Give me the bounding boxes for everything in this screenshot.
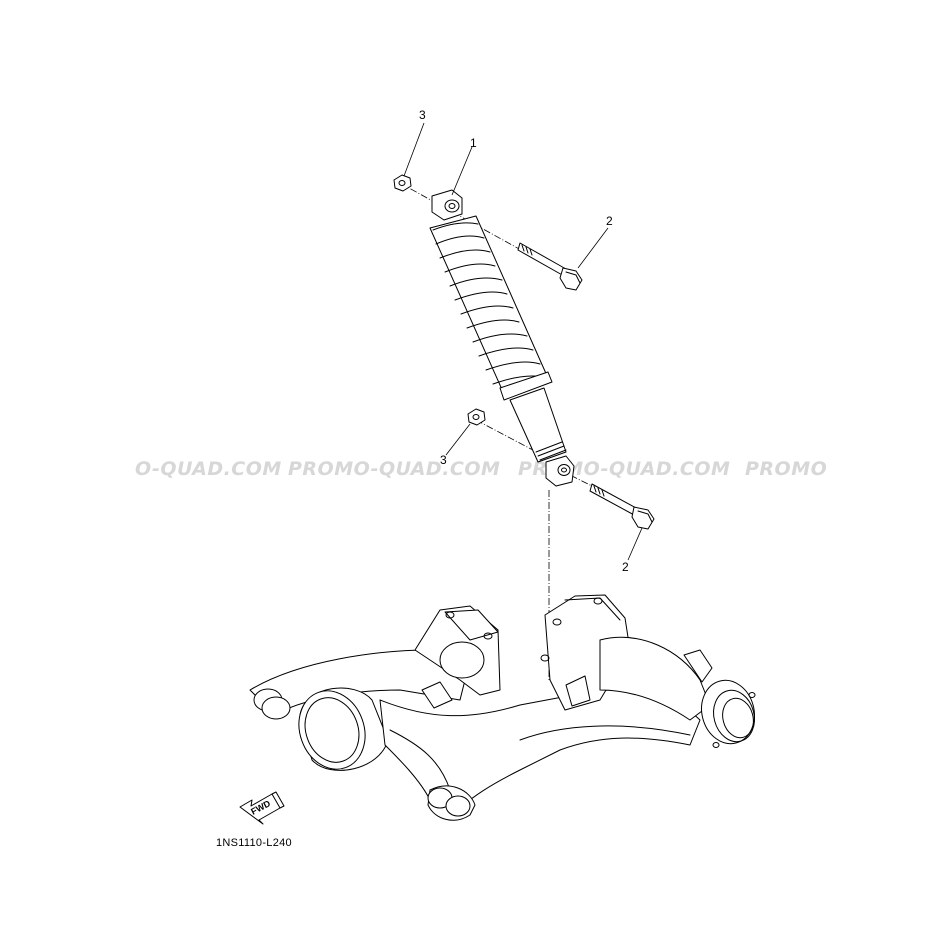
fwd-arrow-icon: FWD	[239, 791, 285, 825]
rear-swingarm	[249, 594, 756, 821]
callout-bolt-top: 2	[606, 214, 613, 228]
lower-nut	[467, 408, 486, 426]
watermark-text-center-left: PROMO-QUAD.COM	[288, 458, 500, 480]
callout-bolt-bottom: 2	[622, 560, 629, 574]
rear-shock-absorber	[429, 189, 575, 487]
watermark-text-right: PROMO	[745, 458, 827, 480]
leader-lines	[403, 122, 643, 561]
watermark-text-left: O-QUAD.COM	[135, 458, 282, 480]
upper-nut	[393, 174, 412, 192]
lower-mounting-bolt	[589, 483, 655, 530]
coil-spring	[429, 215, 549, 395]
upper-mounting-bolt	[517, 242, 583, 291]
callout-nut-top: 3	[419, 108, 426, 122]
diagram-code: 1NS1110-L240	[216, 837, 292, 849]
watermark: O-QUAD.COM PROMO-QUAD.COM PROMO-QUAD.COM…	[135, 458, 827, 480]
callout-nut-bottom: 3	[440, 453, 447, 467]
callouts: 1 3 2 3 2	[419, 108, 629, 574]
callout-damper: 1	[470, 136, 477, 150]
